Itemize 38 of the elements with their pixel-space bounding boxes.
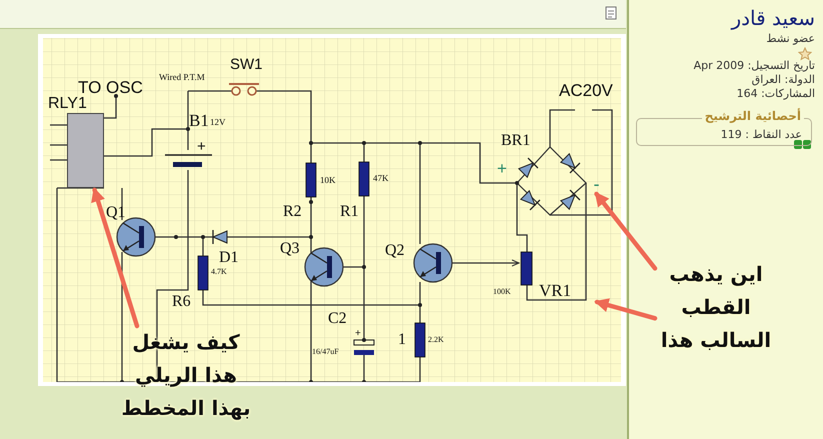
- profile-text: عضو نشط: [766, 33, 815, 44]
- component-label: 10K: [320, 176, 336, 185]
- component-label: 12V: [210, 118, 226, 127]
- component-label: 47K: [373, 174, 388, 183]
- component-label: 100K: [493, 288, 511, 296]
- profile-text: سعيد قادر: [731, 8, 815, 28]
- component-label: 1: [398, 332, 406, 348]
- terminal-sign: -: [592, 176, 600, 194]
- component-label: 4.7K: [211, 268, 227, 276]
- component-label: Q3: [280, 241, 300, 257]
- points-text: عدد النقاط : 119: [720, 128, 802, 142]
- component-label: +: [497, 160, 507, 177]
- component-label: +: [355, 329, 361, 339]
- arrow: [91, 187, 140, 328]
- question-text: اين يذهب القطب السالب هذا: [660, 261, 772, 354]
- component-label: R2: [283, 204, 302, 220]
- component-label: SW1: [230, 57, 263, 72]
- component-label: R6: [172, 294, 191, 310]
- component-label: TO OSC: [78, 79, 143, 96]
- component-label: Wired P.T.M: [159, 73, 205, 82]
- component-label: AC20V: [559, 82, 613, 99]
- profile-text: الدولة: العراق: [752, 74, 815, 85]
- component-label: RLY1: [48, 96, 87, 112]
- component-label: +: [197, 139, 206, 154]
- component-label: VR1: [539, 282, 572, 299]
- component-label: D1: [219, 250, 239, 266]
- component-label: C2: [328, 311, 347, 327]
- component-label: 2.2K: [428, 336, 444, 344]
- component-label: Q2: [385, 243, 405, 259]
- profile-text: تاريخ التسجيل: Apr 2009: [694, 60, 815, 71]
- component-label: R1: [340, 204, 359, 220]
- arrow: [594, 192, 658, 271]
- arrow: [594, 298, 658, 321]
- component-label: B1: [189, 112, 209, 129]
- component-label: BR1: [501, 133, 530, 149]
- profile-text: المشاركات: 164: [736, 88, 815, 99]
- stats-heading: أحصائية الترشيح: [702, 109, 804, 124]
- component-label: 16/47uF: [312, 348, 339, 356]
